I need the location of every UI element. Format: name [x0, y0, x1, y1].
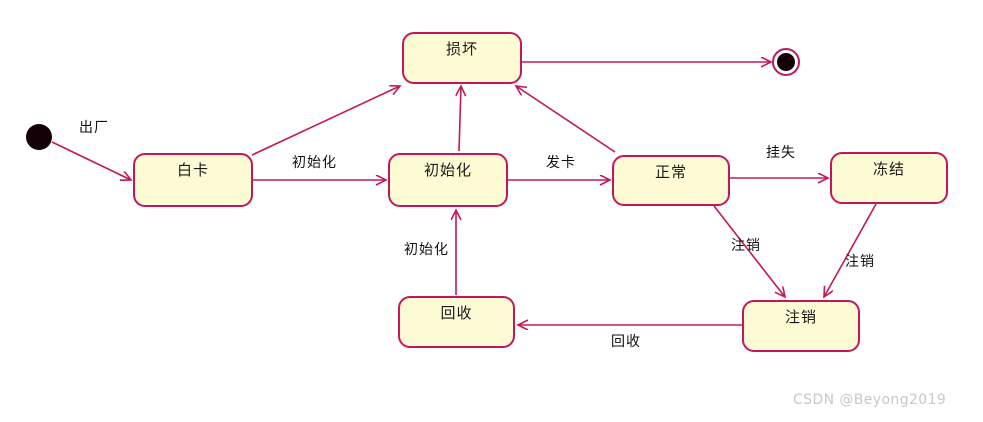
- state-label: 冻结: [872, 160, 905, 178]
- edge-label-init-baika: 初始化: [292, 155, 337, 171]
- edge-zhuxiao-dj: [824, 203, 877, 297]
- state-hui-shou[interactable]: 回收: [398, 296, 515, 348]
- edge-chushihua-sunhuai: [459, 86, 461, 152]
- edge-label-hui-shou: 回收: [611, 334, 641, 350]
- state-label: 回收: [440, 304, 473, 322]
- state-label: 白卡: [176, 161, 209, 179]
- state-dong-jie[interactable]: 冻结: [830, 152, 948, 204]
- edge-zhuxiao-zc: [713, 205, 785, 297]
- edge-label-chu-chang: 出厂: [79, 120, 109, 136]
- edge-zhengchang-sunhuai: [516, 86, 616, 153]
- edge-label-gua-shi: 挂失: [766, 145, 796, 161]
- edge-label-init-huishou: 初始化: [404, 242, 449, 258]
- edge-label-zhuxiao-dj: 注销: [845, 254, 875, 270]
- initial-state-marker: [26, 124, 52, 150]
- state-label: 注销: [784, 308, 817, 326]
- state-chu-shi-hua[interactable]: 初始化: [388, 153, 508, 207]
- edge-label-zhuxiao-zc: 注销: [731, 238, 761, 254]
- edge-baika-sunhuai: [251, 86, 400, 156]
- watermark: CSDN @Beyong2019: [793, 392, 947, 408]
- state-label: 损坏: [445, 40, 478, 58]
- state-label: 正常: [654, 163, 687, 181]
- state-zhu-xiao[interactable]: 注销: [742, 300, 860, 352]
- state-label: 初始化: [423, 161, 472, 179]
- state-sun-huai[interactable]: 损坏: [402, 32, 522, 84]
- state-bai-ka[interactable]: 白卡: [133, 153, 253, 207]
- edge-chu-chang: [51, 141, 131, 180]
- edge-label-fa-ka: 发卡: [546, 155, 576, 171]
- state-zheng-chang[interactable]: 正常: [612, 155, 730, 206]
- final-state-marker: [772, 48, 800, 76]
